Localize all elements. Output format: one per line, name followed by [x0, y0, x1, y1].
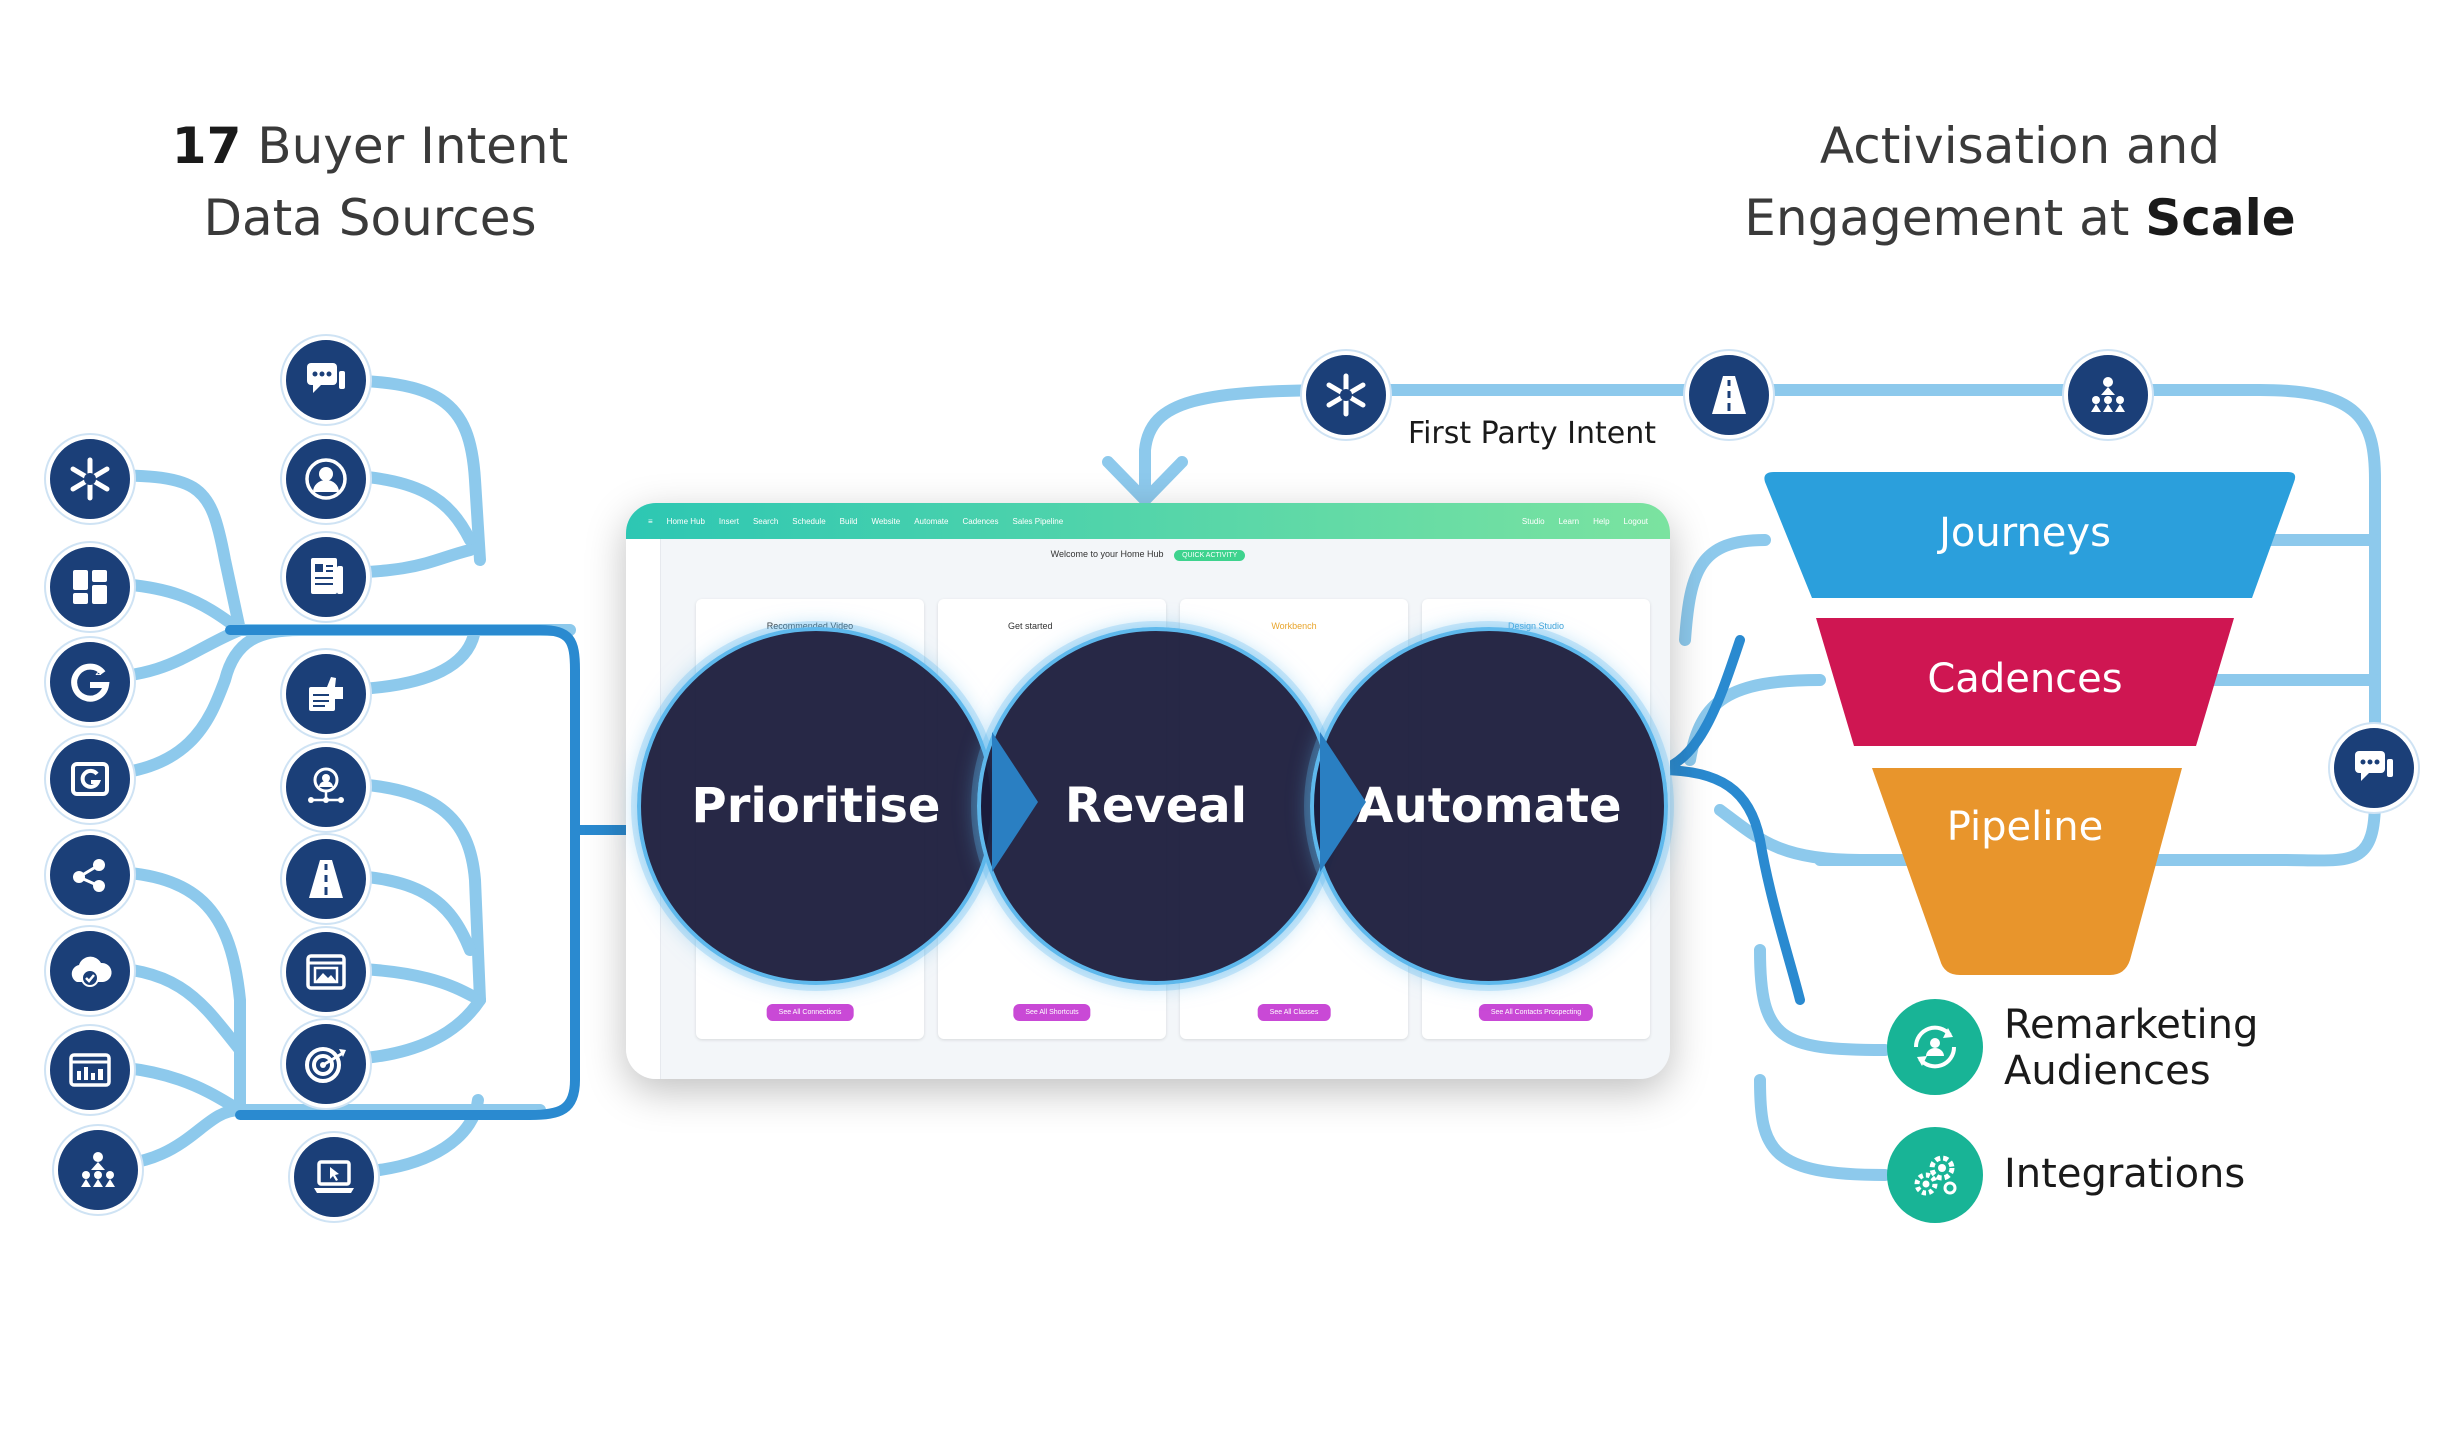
remarketing-line1: Remarketing — [2004, 1002, 2259, 1048]
card-title: Workbench — [1271, 621, 1317, 631]
nav-item[interactable]: Website — [871, 516, 901, 526]
target-icon — [282, 1020, 370, 1108]
right-heading: Activisation and Engagement at Scale — [1740, 110, 2300, 254]
nav-item[interactable]: Automate — [914, 516, 949, 526]
left-heading-line1: Buyer Intent — [241, 117, 569, 175]
nav-item-right[interactable]: Logout — [1623, 516, 1648, 526]
chat-bubbles-icon — [282, 336, 370, 424]
chevron-right-icon — [992, 732, 1038, 872]
stage-automate: Automate — [1310, 627, 1668, 985]
source-count: 17 — [171, 117, 242, 175]
dashboard-grid-icon — [46, 543, 134, 631]
remarketing-line2: Audiences — [2004, 1048, 2211, 1094]
user-network-icon — [282, 743, 370, 831]
document-news-icon — [282, 533, 370, 621]
card-button[interactable]: See All Shortcuts — [1013, 1004, 1091, 1021]
funnel-label: Journeys — [1939, 510, 2111, 556]
nav-item[interactable]: Build — [839, 516, 858, 526]
quick-activity-button[interactable]: QUICK ACTIVITY — [1174, 550, 1246, 561]
first-party-intent-label: First Party Intent — [1408, 416, 1657, 451]
cloud-check-icon — [46, 927, 134, 1015]
chat-bubbles-icon — [2330, 724, 2418, 812]
nav-item[interactable]: Schedule — [792, 516, 826, 526]
road-icon — [1685, 351, 1773, 439]
person-profile-icon — [282, 435, 370, 523]
nav-item[interactable]: Home Hub — [666, 516, 705, 526]
stage-label: Prioritise — [691, 778, 941, 834]
g2-icon: 2 — [46, 638, 134, 726]
stage-reveal: Reveal — [977, 627, 1335, 985]
analytics-window-icon — [46, 1026, 134, 1114]
funnel — [1764, 472, 2296, 975]
stage-label: Automate — [1356, 778, 1622, 834]
right-heading-bold: Scale — [2145, 189, 2296, 247]
funnel-label: Pipeline — [1946, 804, 2104, 850]
card-button[interactable]: See All Connections — [766, 1004, 854, 1021]
nav-item-right[interactable]: Learn — [1558, 516, 1580, 526]
card-button[interactable]: See All Classes — [1257, 1004, 1331, 1021]
nav-item[interactable]: Insert — [718, 516, 739, 526]
nav-item[interactable]: Search — [752, 516, 779, 526]
funnel-journeys[interactable] — [1764, 472, 2296, 598]
laptop-cursor-icon — [290, 1133, 378, 1221]
funnel-pipeline[interactable] — [1872, 768, 2182, 975]
left-heading: 17 Buyer Intent Data Sources — [120, 110, 620, 254]
snowflake-icon — [1302, 351, 1390, 439]
card-title: Recommended Video — [766, 621, 854, 631]
welcome-text: Welcome to your Home Hub — [1050, 549, 1164, 559]
left-heading-line2: Data Sources — [203, 189, 537, 247]
chevron-right-icon — [1320, 732, 1366, 872]
integrations-label: Integrations — [2004, 1151, 2246, 1197]
snowflake-icon — [46, 435, 134, 523]
org-chart-icon — [54, 1126, 142, 1214]
gears-icon — [1887, 1127, 1983, 1223]
thumbs-up-review-icon — [282, 650, 370, 738]
funnel-cadences[interactable] — [1816, 618, 2234, 746]
welcome-row: Welcome to your Home Hub QUICK ACTIVITY — [626, 549, 1670, 561]
org-chart-icon — [2064, 351, 2152, 439]
refresh-people-icon — [1887, 999, 1983, 1095]
svg-text:2: 2 — [95, 665, 102, 678]
stage-prioritise: Prioritise — [637, 627, 995, 985]
card-button[interactable]: See All Contacts Prospecting — [1478, 1004, 1594, 1021]
nav-item[interactable]: Sales Pipeline — [1012, 516, 1064, 526]
app-nav-bar: ≡ Home Hub Insert Search Schedule Build … — [626, 503, 1670, 539]
image-window-icon — [282, 928, 370, 1016]
nav-item-right[interactable]: Help — [1593, 516, 1610, 526]
nav-item[interactable]: Cadences — [962, 516, 999, 526]
funnel-label: Cadences — [1927, 656, 2123, 702]
nav-item-right[interactable]: Studio — [1521, 516, 1545, 526]
share-nodes-icon — [46, 831, 134, 919]
right-heading-line1: Activisation and — [1819, 117, 2221, 175]
menu-icon[interactable]: ≡ — [648, 516, 653, 526]
card-title: Design Studio — [1507, 621, 1565, 631]
card-title: Get started — [1008, 621, 1053, 631]
right-heading-line2: Engagement at — [1744, 189, 2146, 247]
google-ads-icon — [46, 735, 134, 823]
remarketing-label: Remarketing Audiences — [2004, 1002, 2258, 1094]
stage-label: Reveal — [1064, 778, 1248, 834]
road-icon — [282, 835, 370, 923]
